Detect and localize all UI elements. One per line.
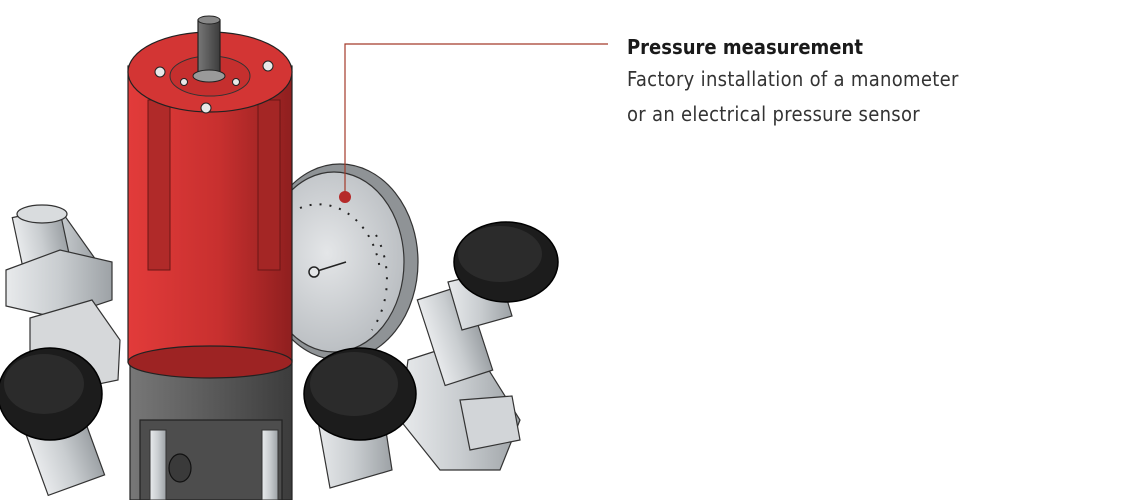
red-housing — [127, 31, 293, 379]
callout-title: Pressure measurement — [627, 35, 863, 59]
left-knob — [0, 347, 106, 497]
top-shaft — [192, 15, 226, 83]
right-knob — [453, 221, 559, 303]
callout-description-line-2: or an electrical pressure sensor — [627, 102, 920, 126]
callout-leader-line — [344, 43, 608, 197]
center-knob — [303, 347, 417, 489]
callout-text: Pressure measurement Factory installatio… — [627, 32, 1107, 132]
manometer-gauge — [261, 163, 419, 361]
callout-description-line-1: Factory installation of a manometer — [627, 67, 959, 91]
callout-dot[interactable] — [339, 191, 351, 203]
right-fittings — [399, 269, 521, 471]
